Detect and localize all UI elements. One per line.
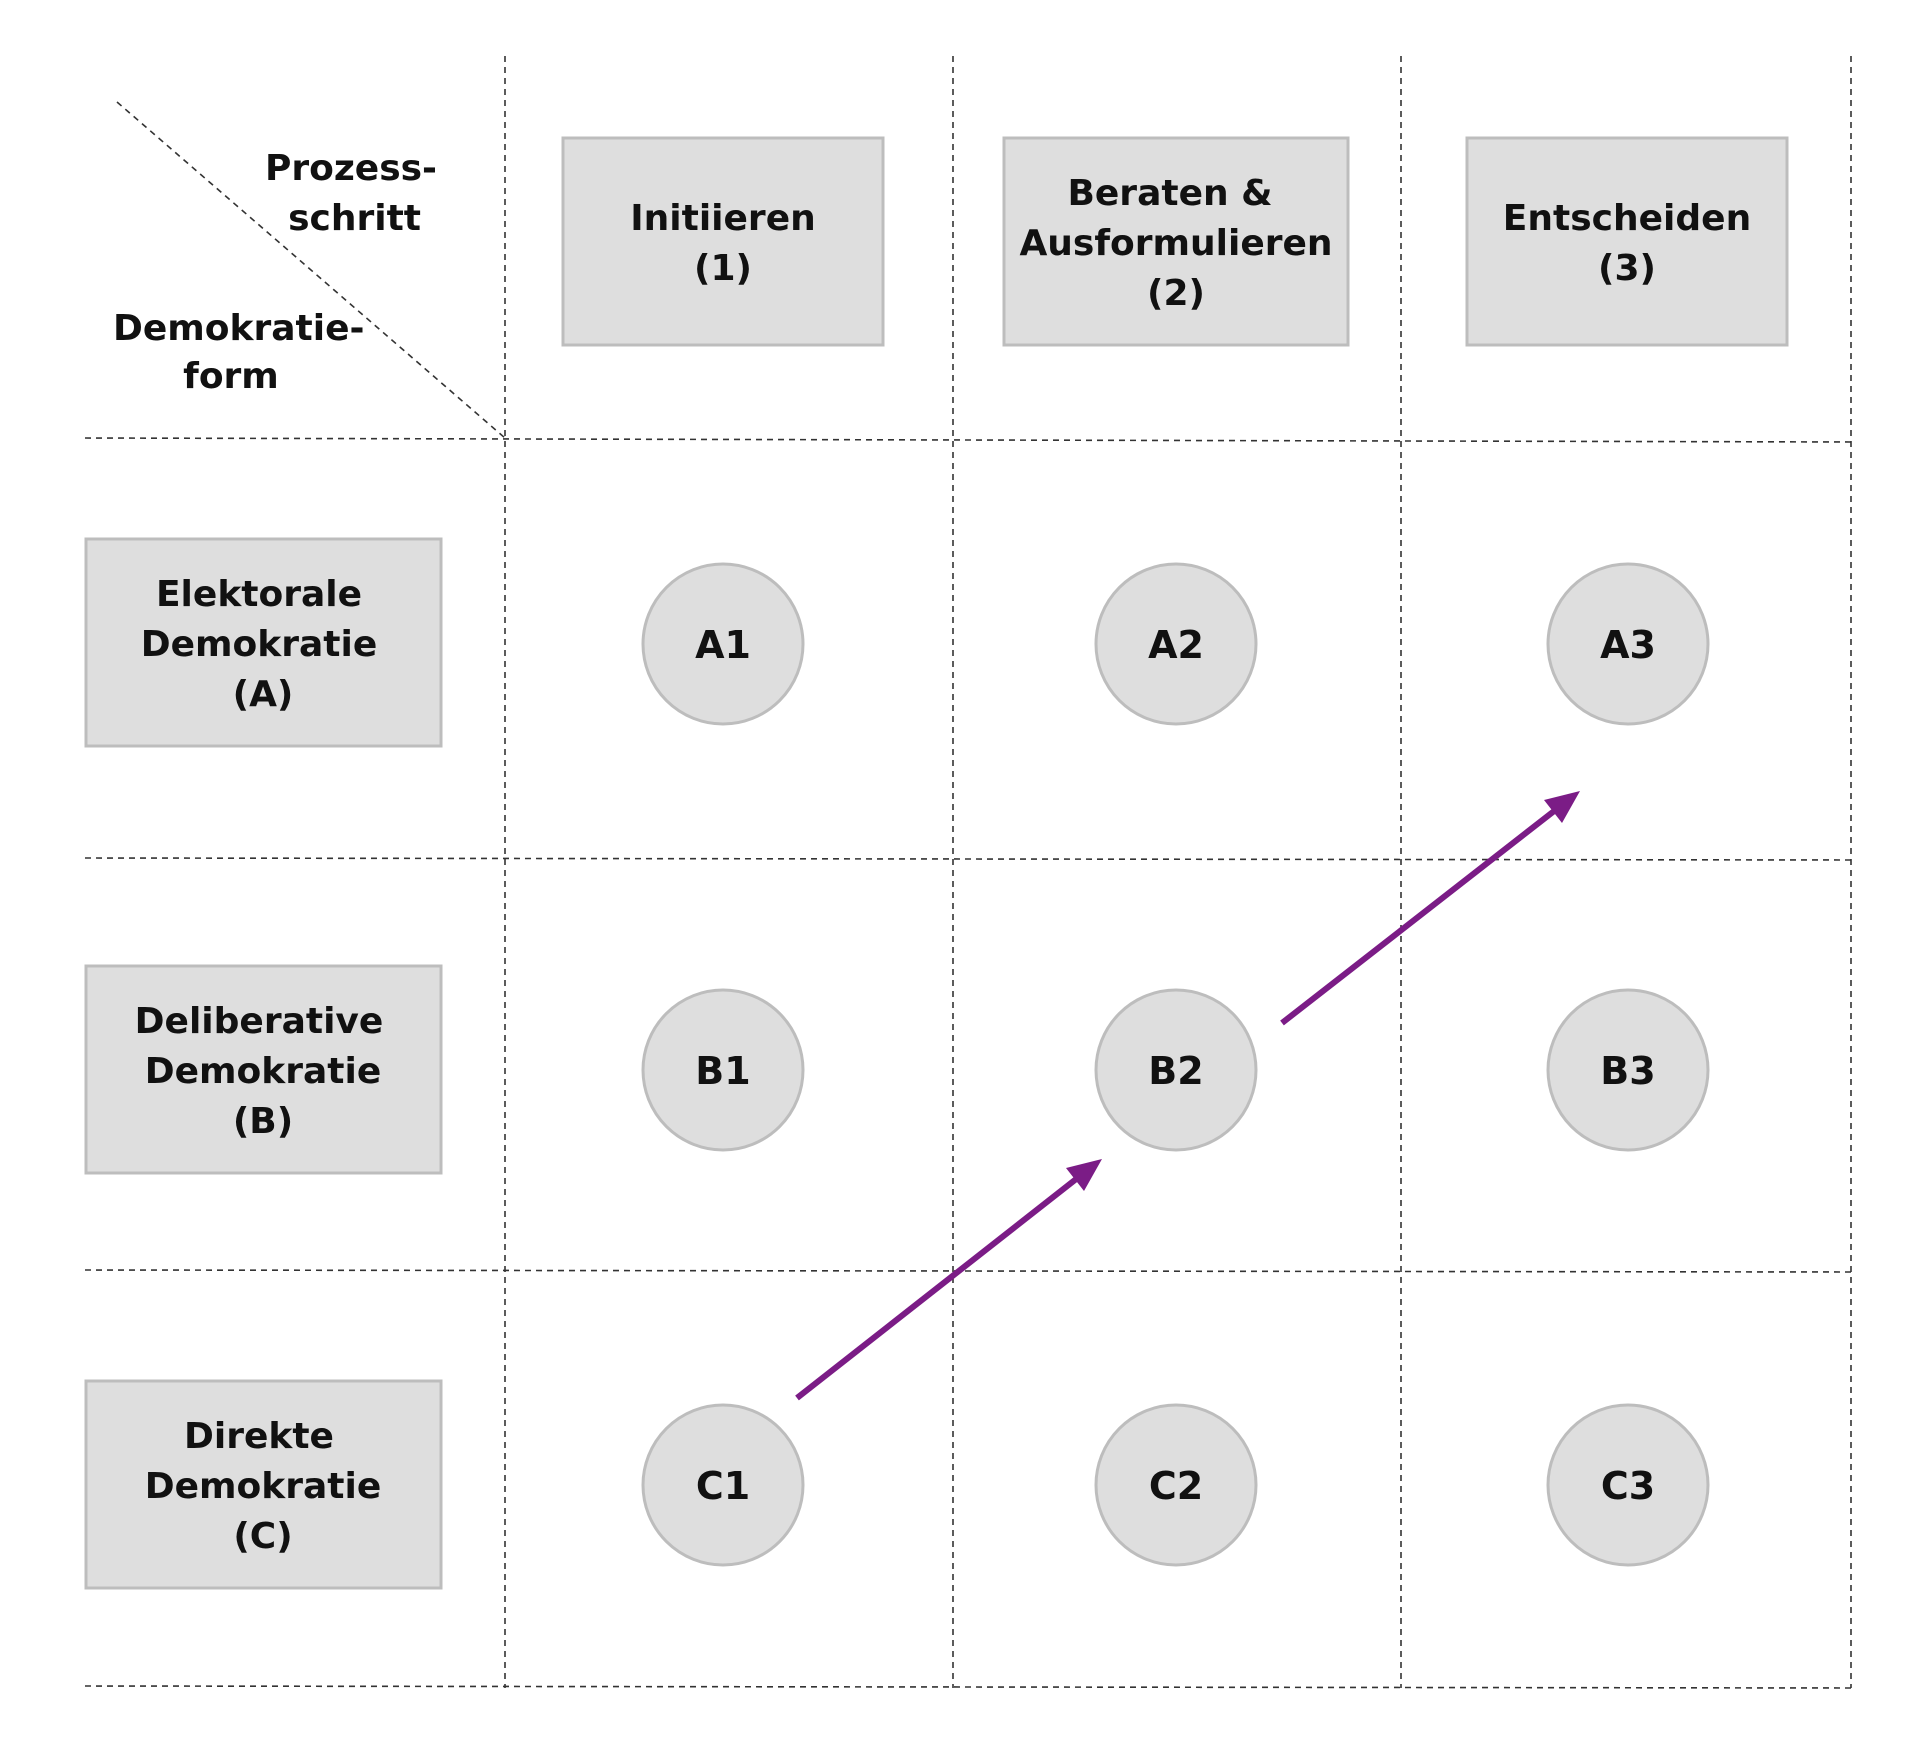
flow-arrow-head-1 (1066, 1159, 1102, 1191)
column-header-3-line-1: Entscheiden (1503, 198, 1751, 239)
row-header-c-line-3: (C) (233, 1516, 292, 1557)
column-header-2-line-2: Ausformulieren (1019, 223, 1332, 264)
node-circle-a2 (1094, 562, 1258, 726)
node-circle-b1 (641, 988, 805, 1152)
node-a1: A1 (641, 562, 805, 726)
corner-labels: Prozess- schritt Demokratie- form (113, 148, 437, 397)
column-header-box-2 (1002, 136, 1350, 347)
node-b2: B2 (1094, 988, 1258, 1152)
node-b3: B3 (1546, 988, 1710, 1152)
node-label-b2: B2 (1148, 1049, 1203, 1093)
row-header-a: Elektorale Demokratie (A) (84, 537, 443, 748)
row-header-a-line-3: (A) (233, 674, 294, 715)
node-label-a3: A3 (1600, 623, 1656, 667)
node-a3: A3 (1546, 562, 1710, 726)
node-circle-b2 (1094, 988, 1258, 1152)
column-header-box-3 (1465, 136, 1789, 347)
column-header-1-line-2: (1) (694, 248, 752, 289)
row-header-b-line-2: Demokratie (145, 1051, 382, 1092)
node-circle-a1 (641, 562, 805, 726)
node-c1: C1 (641, 1403, 805, 1567)
node-a2: A2 (1094, 562, 1258, 726)
node-circle-c2 (1094, 1403, 1258, 1567)
node-c2: C2 (1094, 1403, 1258, 1567)
grid-line-h0 (84, 437, 1852, 443)
node-label-c3: C3 (1601, 1464, 1655, 1508)
row-header-c: Direkte Demokratie (C) (84, 1379, 443, 1590)
flow-arrow-b2-to-a3 (1280, 791, 1580, 1026)
flow-arrow-head-2 (1544, 791, 1580, 823)
node-circle-c1 (641, 1403, 805, 1567)
row-header-box-c (84, 1379, 443, 1590)
row-header-b-line-1: Deliberative (135, 1001, 384, 1042)
node-label-b3: B3 (1600, 1049, 1655, 1093)
column-axis-label-line-1: Prozess- (265, 148, 437, 189)
grid-line-h3 (84, 1685, 1852, 1689)
row-header-box-b (84, 964, 443, 1175)
row-header-a-line-1: Elektorale (156, 574, 362, 615)
row-header-box-a (84, 537, 443, 748)
node-circle-b3 (1546, 988, 1710, 1152)
node-label-a2: A2 (1148, 623, 1204, 667)
node-b1: B1 (641, 988, 805, 1152)
node-circle-a3 (1546, 562, 1710, 726)
flow-arrow-shaft-1 (795, 1173, 1082, 1401)
column-header-box-1 (561, 136, 885, 347)
column-header-3: Entscheiden (3) (1465, 136, 1789, 347)
row-axis-label-line-1: Demokratie- (113, 308, 364, 349)
row-axis-label-line-2: form (183, 356, 279, 397)
node-label-a1: A1 (695, 623, 751, 667)
node-label-c1: C1 (696, 1464, 750, 1508)
column-header-1-line-1: Initiieren (630, 198, 815, 239)
column-header-2-line-3: (2) (1147, 273, 1205, 314)
node-circle-c3 (1546, 1403, 1710, 1567)
column-axis-label-line-2: schritt (288, 198, 421, 239)
row-header-b-line-3: (B) (233, 1101, 293, 1142)
corner-diagonal (116, 101, 506, 439)
flow-arrow-c1-to-b2 (795, 1159, 1102, 1401)
column-header-2-line-1: Beraten & (1067, 173, 1272, 214)
column-header-1: Initiieren (1) (561, 136, 885, 347)
row-header-c-line-1: Direkte (184, 1416, 334, 1457)
grid (84, 56, 1852, 1689)
row-header-b: Deliberative Demokratie (B) (84, 964, 443, 1175)
node-label-b1: B1 (695, 1049, 750, 1093)
node-label-c2: C2 (1149, 1464, 1203, 1508)
row-header-c-line-2: Demokratie (145, 1466, 382, 1507)
column-header-3-line-2: (3) (1598, 248, 1656, 289)
node-c3: C3 (1546, 1403, 1710, 1567)
grid-line-h2 (84, 1269, 1852, 1273)
flow-arrow-shaft-2 (1280, 805, 1560, 1026)
grid-line-h1 (84, 857, 1852, 861)
column-header-2: Beraten & Ausformulieren (2) (1002, 136, 1350, 347)
row-header-a-line-2: Demokratie (141, 624, 378, 665)
